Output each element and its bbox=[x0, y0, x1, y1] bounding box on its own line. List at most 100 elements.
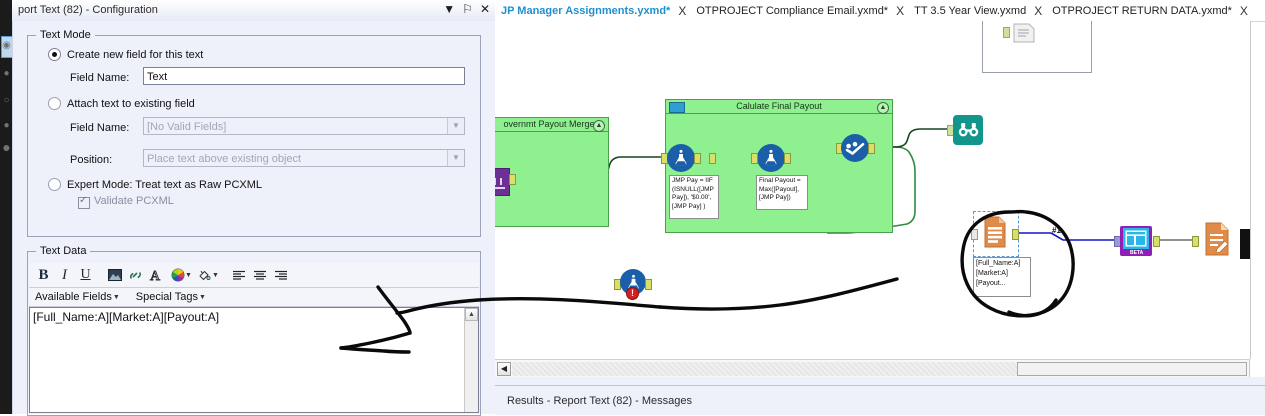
top-tool-input-port[interactable] bbox=[1003, 27, 1010, 38]
render-input-port[interactable] bbox=[1192, 236, 1199, 247]
rail-icon-2[interactable]: ● bbox=[3, 68, 10, 79]
container-payout-merge[interactable]: overnmt Payout Merge ▲ bbox=[495, 117, 609, 227]
formula-1-annotation: JMP Pay = IIF (ISNULL([JMP Pay]), '$0.00… bbox=[669, 175, 719, 219]
text-editor-scrollbar[interactable]: ▲ bbox=[464, 308, 478, 412]
configuration-body: Text Mode Create new field for this text… bbox=[12, 21, 496, 416]
join-tool-icon[interactable] bbox=[495, 168, 510, 196]
layout-output-port[interactable] bbox=[1153, 236, 1160, 247]
fields-toolbar: Available Fields ▼ Special Tags ▼ bbox=[29, 288, 479, 307]
workflow-canvas[interactable]: overnmt Payout Merge ▲ bbox=[495, 21, 1251, 359]
tab-jp-manager-assignments[interactable]: JP Manager Assignments.yxmd* X bbox=[495, 0, 690, 21]
configuration-titlebar: port Text (82) - Configuration ▼ ⚐ ✕ bbox=[12, 0, 495, 22]
special-tags-menu[interactable]: Special Tags ▼ bbox=[136, 291, 208, 303]
radio-create-new-field-label: Create new field for this text bbox=[67, 48, 204, 61]
available-fields-label: Available Fields bbox=[35, 291, 112, 303]
error-badge[interactable]: ! bbox=[626, 287, 639, 300]
close-icon[interactable]: ✕ bbox=[479, 2, 490, 16]
chevron-down-icon[interactable]: ▼ bbox=[198, 293, 206, 301]
report-text-output-port[interactable] bbox=[1012, 229, 1019, 240]
align-left-icon[interactable] bbox=[229, 265, 250, 286]
layout-tool-icon[interactable]: BETA bbox=[1120, 226, 1152, 256]
insert-link-icon[interactable] bbox=[125, 265, 146, 286]
top-tool-container[interactable] bbox=[982, 21, 1092, 73]
rail-icon-4[interactable]: ● bbox=[3, 120, 10, 131]
configuration-title: port Text (82) - Configuration bbox=[18, 4, 158, 16]
rail-icon-3[interactable]: ○ bbox=[3, 95, 10, 106]
canvas-horizontal-scrollbar[interactable]: ◀ bbox=[495, 359, 1250, 377]
radio-attach-existing-field-label: Attach text to existing field bbox=[67, 97, 195, 110]
insert-image-icon[interactable] bbox=[104, 265, 125, 286]
collapse-icon[interactable]: ▲ bbox=[593, 120, 605, 132]
field-name-input[interactable]: Text bbox=[143, 67, 465, 85]
text-data-legend: Text Data bbox=[36, 245, 91, 257]
canvas-edge-artifact bbox=[1240, 229, 1250, 259]
position-select[interactable]: Place text above existing object ▼ bbox=[143, 149, 465, 167]
fill-color-chevron-down-icon[interactable]: ▼ bbox=[211, 271, 219, 279]
error-tool-output-port[interactable] bbox=[645, 279, 652, 290]
validate-pcxml-checkbox[interactable] bbox=[78, 195, 90, 209]
container-payout-merge-title: overnmt Payout Merge bbox=[495, 118, 608, 132]
report-text-tool-icon[interactable] bbox=[982, 215, 1008, 249]
container-flag-icon bbox=[669, 102, 685, 113]
radio-attach-existing-field-icon[interactable] bbox=[48, 97, 61, 110]
text-color-chevron-down-icon[interactable]: ▼ bbox=[185, 271, 192, 279]
align-right-icon[interactable] bbox=[271, 265, 292, 286]
scroll-up-icon[interactable]: ▲ bbox=[465, 308, 478, 321]
results-gap bbox=[495, 377, 1265, 385]
fill-color-icon[interactable] bbox=[194, 265, 215, 286]
radio-expert-mode-icon[interactable] bbox=[48, 178, 61, 191]
report-text-input-port[interactable] bbox=[971, 229, 978, 240]
radio-expert-mode[interactable]: Expert Mode: Treat text as Raw PCXML bbox=[48, 178, 262, 191]
formula2-output-port[interactable] bbox=[784, 153, 791, 164]
rail-icon-1[interactable]: ◉ bbox=[2, 40, 11, 51]
formula2-input-port[interactable] bbox=[709, 153, 716, 164]
tab-otproject-return-data[interactable]: OTPROJECT RETURN DATA.yxmd* X bbox=[1046, 0, 1252, 21]
text-mode-group: Text Mode Create new field for this text… bbox=[27, 29, 481, 237]
chevron-down-icon[interactable]: ▼ bbox=[112, 293, 120, 301]
text-color-icon[interactable] bbox=[167, 265, 188, 286]
hscroll-thumb[interactable] bbox=[1017, 362, 1247, 376]
pin-icon[interactable]: ⚐ bbox=[462, 2, 473, 16]
render-tool-output-icon[interactable] bbox=[1203, 222, 1231, 256]
multi-field-formula-tool-icon[interactable] bbox=[841, 134, 869, 162]
left-tool-rail: ◉ ● ○ ● ● bbox=[0, 0, 17, 414]
attach-field-name-select[interactable]: [No Valid Fields] ▼ bbox=[143, 117, 465, 135]
container-calculate-final-payout-title: Calulate Final Payout bbox=[666, 100, 892, 114]
underline-button[interactable]: U bbox=[80, 267, 91, 282]
tab-tt-35-year-view[interactable]: TT 3.5 Year View.yxmd X bbox=[908, 0, 1046, 21]
tab-close-icon[interactable]: X bbox=[1034, 3, 1043, 18]
connection-count-label: #1 bbox=[1052, 226, 1061, 235]
chevron-down-icon[interactable]: ▼ bbox=[447, 118, 464, 134]
workflow-area: JP Manager Assignments.yxmd* X OTPROJECT… bbox=[495, 0, 1265, 415]
collapse-icon[interactable]: ▲ bbox=[877, 102, 889, 114]
italic-button[interactable]: I bbox=[62, 266, 67, 283]
radio-create-new-field-icon[interactable] bbox=[48, 48, 61, 61]
tab-otproject-compliance-email[interactable]: OTPROJECT Compliance Email.yxmd* X bbox=[690, 0, 908, 21]
tab-close-icon[interactable]: X bbox=[1239, 3, 1248, 18]
available-fields-menu[interactable]: Available Fields ▼ bbox=[35, 291, 122, 303]
radio-create-new-field[interactable]: Create new field for this text bbox=[48, 48, 203, 61]
render-tool-icon[interactable] bbox=[1011, 22, 1037, 44]
tab-close-icon[interactable]: X bbox=[896, 3, 905, 18]
chevron-down-icon[interactable]: ▼ bbox=[447, 150, 464, 166]
check-tool-output-port[interactable] bbox=[868, 143, 875, 154]
text-mode-legend: Text Mode bbox=[36, 29, 95, 41]
formula-tool-1-icon[interactable] bbox=[667, 144, 695, 172]
text-data-editor[interactable]: [Full_Name:A][Market:A][Payout:A] ▲ bbox=[29, 307, 479, 413]
bold-button[interactable]: B bbox=[38, 266, 49, 283]
report-text-annotation: [Full_Name:A] [Market:A] [Payout... bbox=[973, 257, 1031, 297]
align-center-icon[interactable] bbox=[250, 265, 271, 286]
formula-tool-2-icon[interactable] bbox=[757, 144, 785, 172]
tab-close-icon[interactable]: X bbox=[678, 3, 687, 18]
formula1-output-port[interactable] bbox=[694, 153, 701, 164]
radio-attach-existing-field[interactable]: Attach text to existing field bbox=[48, 97, 195, 110]
rail-icon-5[interactable]: ● bbox=[2, 139, 11, 155]
scroll-left-icon[interactable]: ◀ bbox=[497, 362, 511, 376]
browse-tool-icon[interactable] bbox=[953, 115, 983, 145]
document-tabbar: JP Manager Assignments.yxmd* X OTPROJECT… bbox=[495, 0, 1265, 22]
font-button-icon[interactable]: A bbox=[146, 265, 167, 286]
merge-output-port[interactable] bbox=[509, 174, 516, 185]
chevron-down-icon[interactable]: ▼ bbox=[443, 2, 456, 16]
formula2-input-port-b[interactable] bbox=[751, 153, 758, 164]
